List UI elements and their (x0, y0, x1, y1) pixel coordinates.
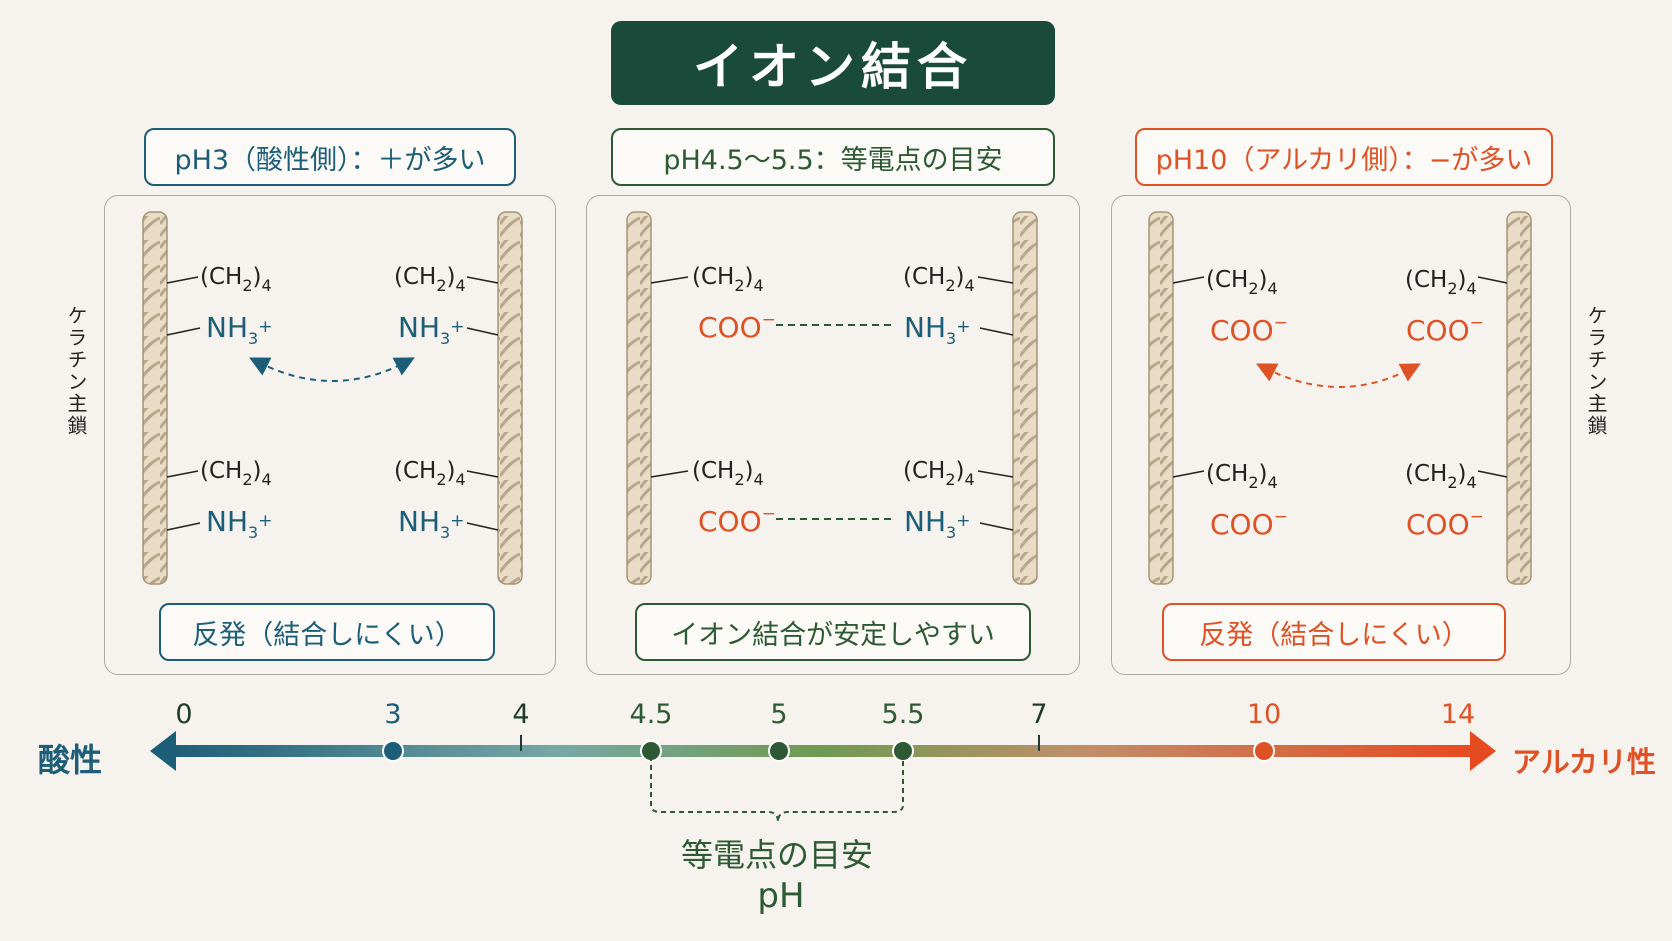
tick-label-4-5: 4.5 (630, 699, 673, 730)
rope-neutral-left (626, 211, 652, 585)
axis-arrow-left (150, 731, 176, 771)
tick-dot-5 (768, 740, 790, 762)
panel-alkaline (1111, 195, 1571, 675)
chain-neutral-right-bottom: (CH2)4 (903, 458, 975, 489)
rope-alkaline-right (1506, 211, 1532, 585)
group-alkaline-right-bottom: COO− (1406, 507, 1484, 541)
panel-neutral (586, 195, 1080, 675)
group-neutral-right-bottom: NH3+ (904, 505, 970, 542)
group-neutral-left-bottom: COO− (698, 504, 776, 538)
tick-label-7: 7 (1030, 699, 1047, 730)
panel-acid (104, 195, 556, 675)
axis-left-label: 酸性 (38, 741, 103, 779)
chain-alkaline-right-top: (CH2)4 (1405, 267, 1477, 298)
side-chain-bonds (166, 276, 1508, 531)
axis-arrow-right (1470, 731, 1496, 771)
chain-alkaline-left-bottom: (CH2)4 (1206, 461, 1278, 492)
tick-dot-3 (382, 740, 404, 762)
chain-acid-right-top: (CH2)4 (394, 264, 466, 295)
rope-neutral-right (1012, 211, 1038, 585)
chain-neutral-left-top: (CH2)4 (692, 264, 764, 295)
panel-acid-header: pH3（酸性側）：＋が多い (144, 128, 516, 186)
page-title: イオン結合 (611, 21, 1055, 105)
keratin-main-chain-label-right: ケラチン主鎖 (1584, 305, 1608, 437)
group-acid-right-bottom: NH3+ (398, 505, 464, 542)
rope-acid-right (497, 211, 523, 585)
tick-label-0: 0 (175, 699, 192, 730)
keratin-chains (142, 211, 1532, 585)
chain-neutral-right-top: (CH2)4 (903, 264, 975, 295)
isoelectric-bracket (650, 756, 904, 823)
chain-acid-left-bottom: (CH2)4 (200, 458, 272, 489)
tick-label-10: 10 (1247, 699, 1281, 730)
isoelectric-range-label: 等電点の目安 (680, 836, 873, 874)
tick-label-5: 5 (770, 699, 787, 730)
tick-dot-5-5 (892, 740, 914, 762)
chain-acid-left-top: (CH2)4 (200, 264, 272, 295)
tick-label-4: 4 (512, 699, 529, 730)
panel-alkaline-footer: 反発（結合しにくい） (1162, 603, 1506, 661)
repulsion-arrow-alkaline (1256, 363, 1421, 388)
tick-dot-10 (1253, 740, 1275, 762)
panel-neutral-header: pH4.5〜5.5：等電点の目安 (611, 128, 1055, 186)
tick-label-14: 14 (1441, 699, 1475, 730)
chain-acid-right-bottom: (CH2)4 (394, 458, 466, 489)
panel-alkaline-header: pH10（アルカリ側）：−が多い (1135, 128, 1553, 186)
group-alkaline-left-bottom: COO− (1210, 507, 1288, 541)
group-alkaline-left-top: COO− (1210, 313, 1288, 347)
tick-label-5-5: 5.5 (882, 699, 925, 730)
group-neutral-left-top: COO− (698, 310, 776, 344)
rope-acid-left (142, 211, 168, 585)
panel-acid-footer: 反発（結合しにくい） (159, 603, 495, 661)
axis-right-label: アルカリ性 (1512, 745, 1656, 779)
group-acid-right-top: NH3+ (398, 311, 464, 348)
repulsion-arrow-acid (249, 357, 415, 382)
ph-axis-bar (168, 745, 1474, 757)
group-acid-left-bottom: NH3+ (206, 505, 272, 542)
ph-axis: 0 3 4 4.5 5 5.5 7 10 14 (150, 699, 1496, 823)
group-alkaline-right-top: COO− (1406, 313, 1484, 347)
chain-alkaline-left-top: (CH2)4 (1206, 267, 1278, 298)
chain-alkaline-right-bottom: (CH2)4 (1405, 461, 1477, 492)
chain-neutral-left-bottom: (CH2)4 (692, 458, 764, 489)
keratin-main-chain-label-left: ケラチン主鎖 (64, 305, 88, 437)
tick-label-3: 3 (384, 699, 401, 730)
rope-alkaline-left (1148, 211, 1174, 585)
group-neutral-right-top: NH3+ (904, 311, 970, 348)
panel-neutral-footer: イオン結合が安定しやすい (635, 603, 1031, 661)
group-acid-left-top: NH3+ (206, 311, 272, 348)
axis-title: pH (757, 876, 805, 916)
